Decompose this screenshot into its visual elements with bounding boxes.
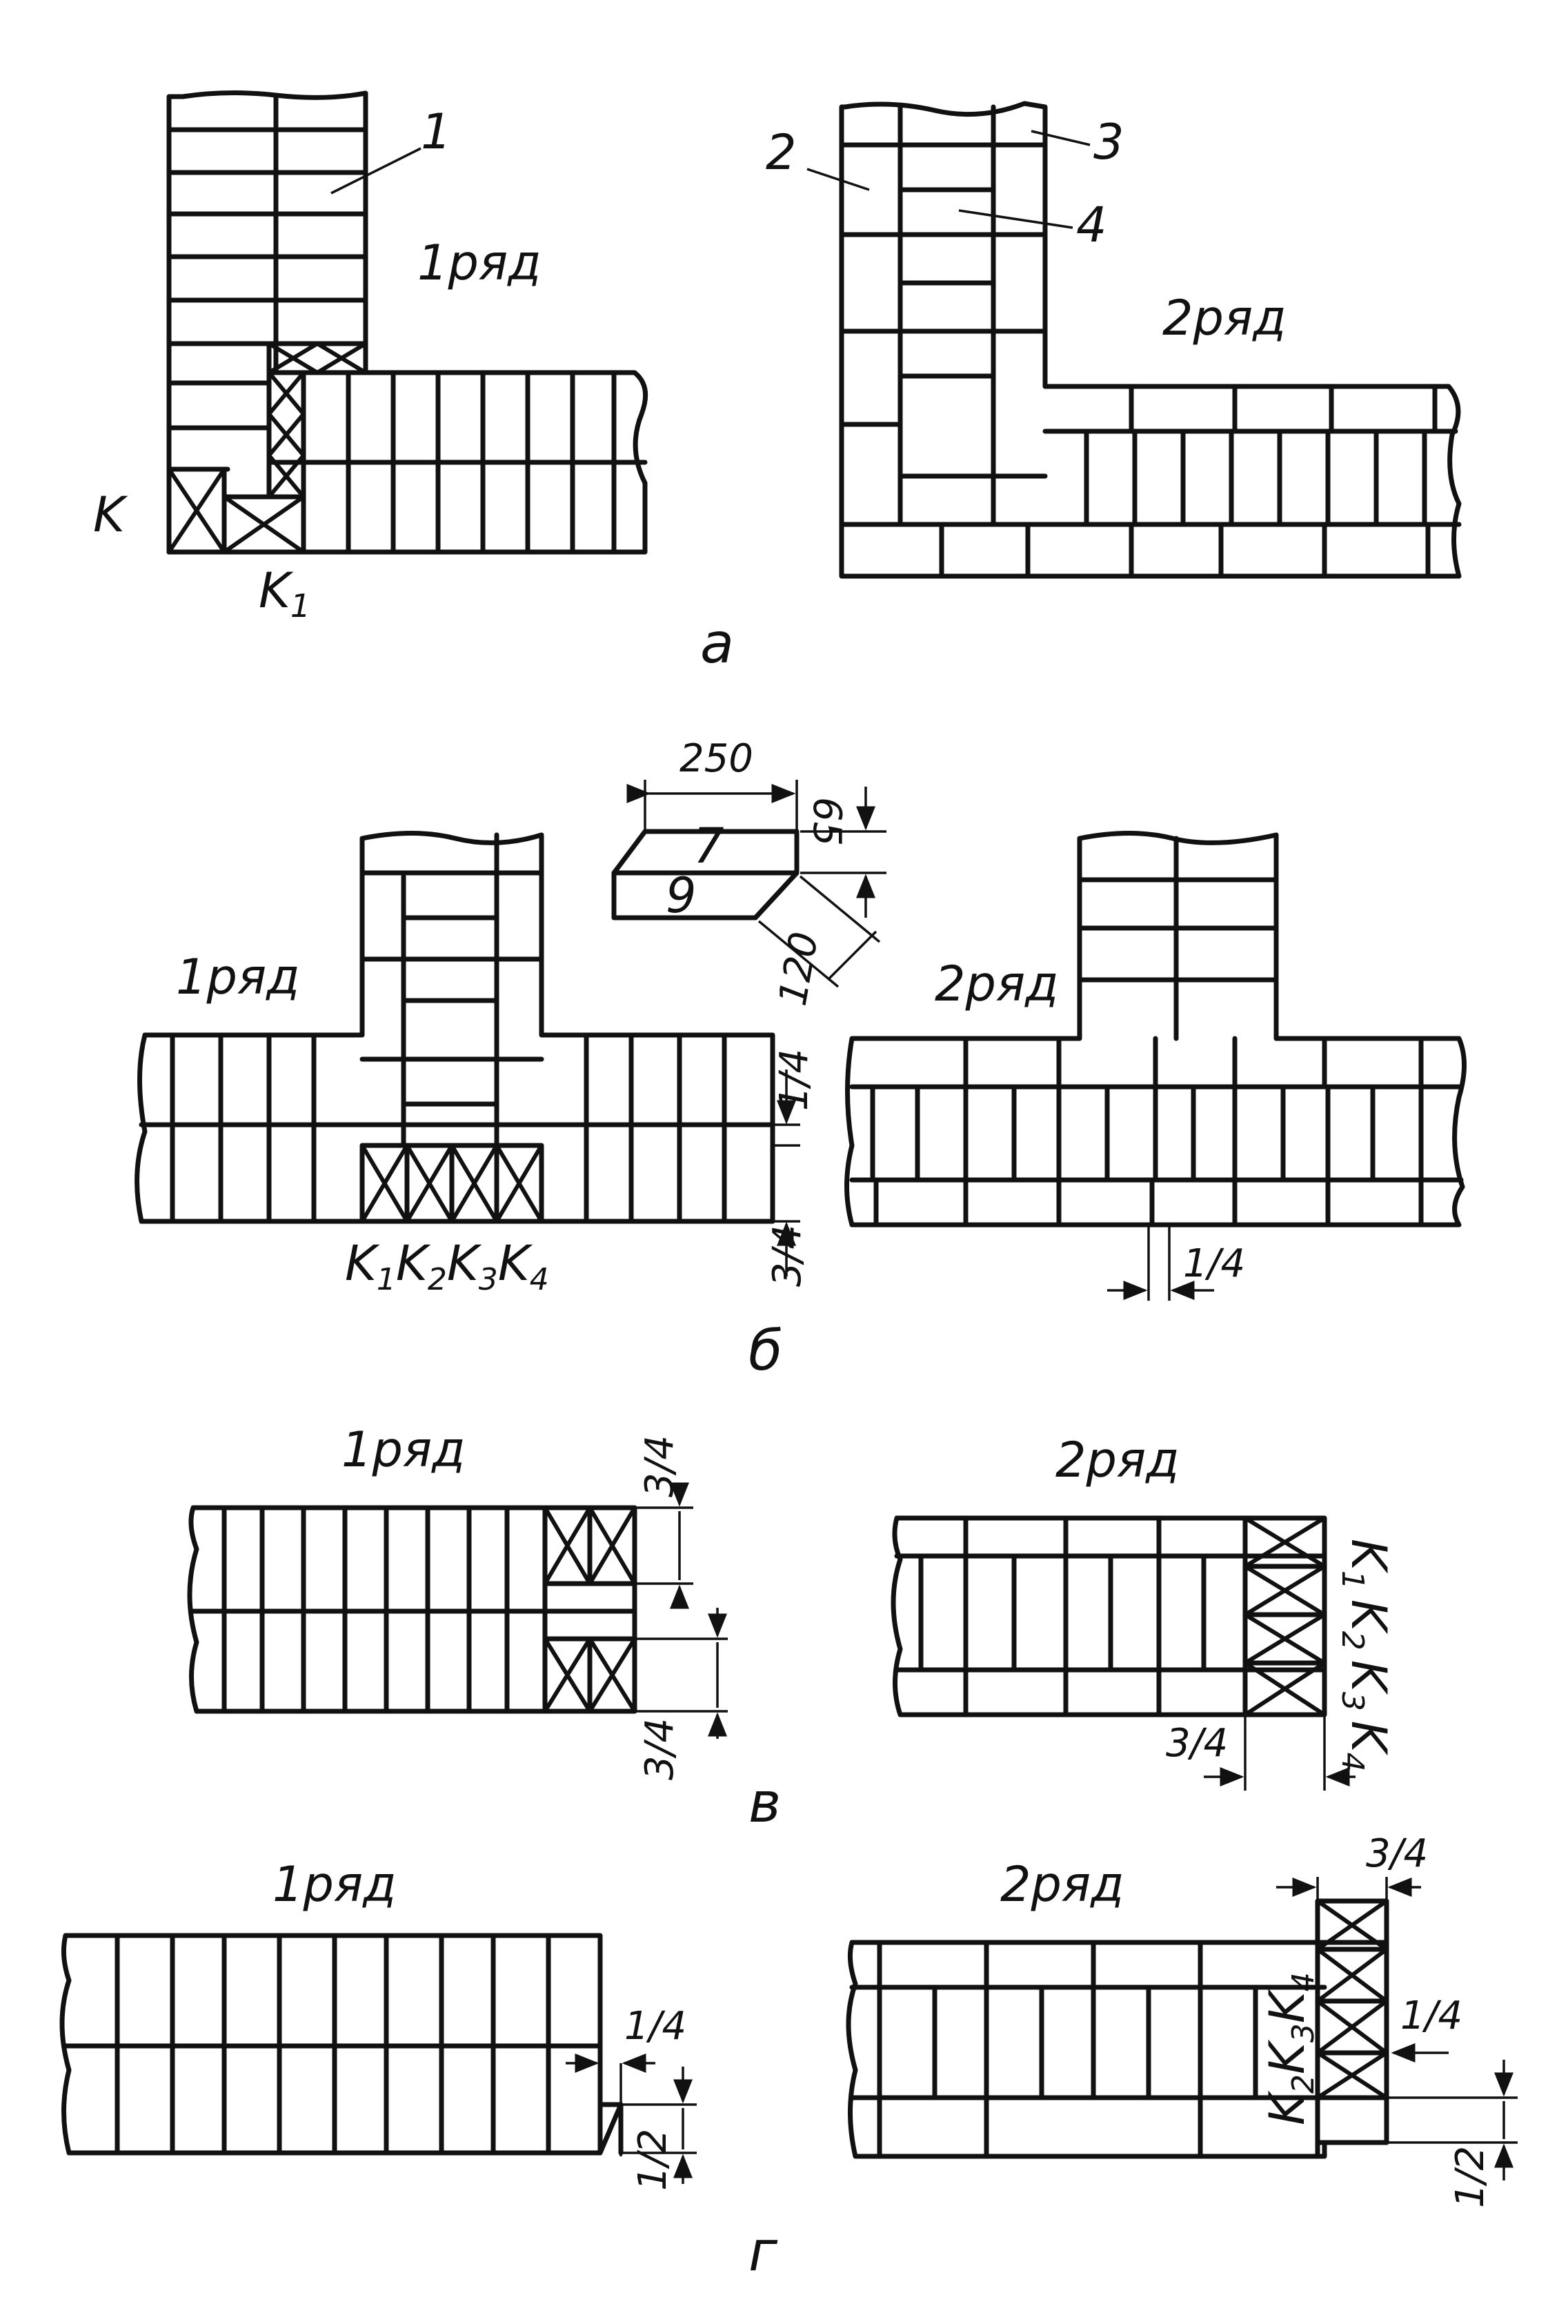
panel-b-row2-drawing xyxy=(844,831,1467,1301)
brick-height: 65 xyxy=(804,797,849,846)
row2-label-v: 2ряд xyxy=(1055,1432,1179,1488)
panel-a-row2-drawing xyxy=(806,101,1462,579)
panel-b: 250 65 120 7 9 xyxy=(135,736,1467,1383)
dim-1-4-g-left: 1/4 xyxy=(624,2004,686,2049)
panel-g: 1ряд 1/4 1/2 xyxy=(59,1831,1518,2283)
panel-b-row1-drawing xyxy=(135,831,800,1277)
panel-v-row1-drawing xyxy=(187,1482,728,1739)
caption-b: б xyxy=(748,1319,782,1383)
row1-label-g: 1ряд xyxy=(272,1856,396,1913)
row1-label-v: 1ряд xyxy=(341,1421,465,1478)
corner-label-k1: K1 xyxy=(259,562,310,624)
dim-1-2-g-left: 1/2 xyxy=(631,2129,675,2191)
corner-label-k: K xyxy=(93,486,128,543)
caption-g: г xyxy=(748,2219,778,2283)
brick-length: 250 xyxy=(679,736,753,781)
row2-label-g: 2ряд xyxy=(1000,1856,1124,1913)
callout-3: 3 xyxy=(1093,114,1124,170)
dim-1-4-b-right: 1/4 xyxy=(1183,1241,1245,1286)
dim-3-4-g: 3/4 xyxy=(1366,1831,1428,1876)
dim-3-4-v-top: 3/4 xyxy=(637,1435,682,1497)
queen-closers-v: K1 K2 K3 K4 xyxy=(1335,1539,1397,1772)
callout-2: 2 xyxy=(766,124,797,181)
callout-1: 1 xyxy=(421,104,452,160)
dim-1-4-b-left: 1/4 xyxy=(772,1049,817,1111)
brick-width: 120 xyxy=(771,929,828,1010)
panel-g-row2-drawing xyxy=(846,1877,1518,2180)
panel-v: 1ряд 3/4 3/4 xyxy=(187,1421,1397,1835)
dim-1-2-g-right: 1/2 xyxy=(1448,2146,1493,2208)
panel-g-row1-drawing xyxy=(59,1933,697,2184)
row1-label-b: 1ряд xyxy=(176,949,299,1005)
dim-3-4-b: 3/4 xyxy=(765,1225,810,1287)
panel-v-row2-drawing xyxy=(891,1515,1356,1791)
row2-label-b: 2ряд xyxy=(935,956,1058,1012)
caption-a: а xyxy=(700,611,734,676)
queen-closers-g: K2K3K4 xyxy=(1259,1972,1321,2125)
dim-1-4-g-right: 1/4 xyxy=(1400,1993,1462,2038)
caption-v: в xyxy=(748,1771,781,1835)
queen-closers-b: K1K2K3K4 xyxy=(345,1235,549,1297)
brick-isometric xyxy=(611,780,886,988)
callout-4: 4 xyxy=(1076,197,1107,253)
brick-face-top: 7 xyxy=(693,818,724,874)
panel-a-row1-drawing xyxy=(166,90,648,555)
row2-label-a: 2ряд xyxy=(1162,290,1286,346)
brick-face-side: 9 xyxy=(666,867,697,924)
panel-a: 1 1ряд K K1 xyxy=(93,90,1462,676)
row1-label-a: 1ряд xyxy=(417,235,541,291)
dim-3-4-v-right: 3/4 xyxy=(1166,1721,1228,1766)
dim-3-4-v-bottom: 3/4 xyxy=(637,1718,682,1780)
